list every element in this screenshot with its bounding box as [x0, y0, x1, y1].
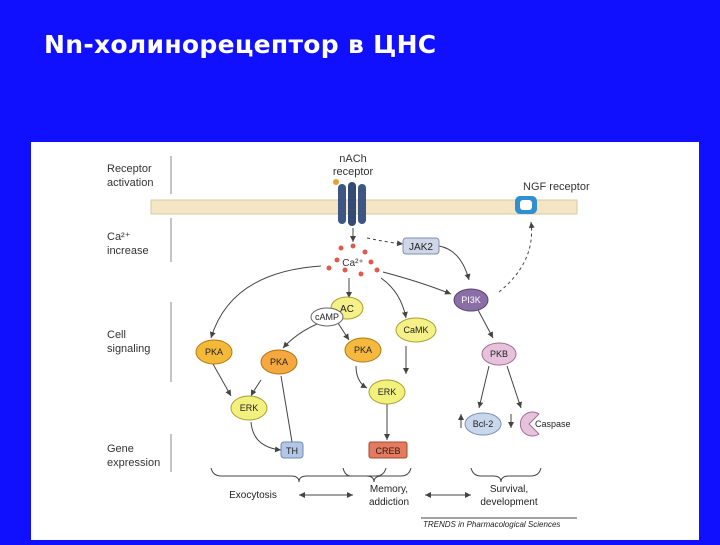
pkb-node	[481, 342, 517, 366]
slide-title: Nn-холинорецептор в ЦНС	[44, 30, 437, 59]
caspase-label: Caspase	[535, 419, 571, 429]
nach-receptor-icon	[333, 179, 366, 226]
diagram-canvas: Receptor activation Ca²⁺ increase Cell s…	[107, 153, 590, 529]
creb-label: CREB	[375, 446, 400, 456]
pi3k-node	[453, 288, 489, 312]
pi3k-label: PI3K	[461, 295, 481, 305]
outcome-memory-2: addiction	[369, 497, 409, 508]
label-gene-expression-1: Gene	[107, 443, 134, 455]
label-gene-expression-2: expression	[107, 457, 160, 469]
outcome-memory-1: Memory,	[370, 484, 408, 495]
pka-left-label: PKA	[205, 347, 223, 357]
jak2-label: JAK2	[409, 242, 433, 253]
pka-center-node	[344, 337, 382, 363]
nach-receptor-label-1: nACh	[339, 153, 367, 165]
calcium-ions	[326, 243, 380, 277]
outcome-exocytosis: Exocytosis	[229, 490, 277, 501]
outcome-brackets	[210, 467, 542, 483]
pka-mid-node	[260, 349, 298, 375]
ca-ion-label: Ca²⁺	[342, 258, 363, 269]
citation: TRENDS in Pharmacological Sciences	[423, 520, 560, 529]
label-receptor-activation-2: activation	[107, 177, 153, 189]
camp-node	[310, 307, 344, 327]
label-cell-signaling-2: signaling	[107, 343, 150, 355]
th-label: TH	[286, 446, 298, 456]
camk-label: CaMK	[403, 325, 428, 335]
caspase-node	[519, 411, 540, 437]
erk-center-node	[368, 379, 406, 405]
pka-center-label: PKA	[354, 345, 372, 355]
label-ca-increase-1: Ca²⁺	[107, 231, 131, 243]
label-cell-signaling-1: Cell	[107, 329, 126, 341]
label-receptor-activation-1: Receptor	[107, 163, 152, 175]
ngf-receptor-icon	[515, 196, 537, 214]
camp-label: cAMP	[315, 312, 339, 322]
jak2-node	[402, 237, 440, 255]
nach-receptor-label-2: receptor	[333, 166, 374, 178]
signaling-diagram: Receptor activation Ca²⁺ increase Cell s…	[31, 142, 699, 540]
creb-node	[368, 441, 408, 459]
camk-node	[395, 317, 437, 343]
label-ca-increase-2: increase	[107, 245, 149, 257]
bcl2-node	[464, 412, 502, 436]
outcome-survival-1: Survival,	[490, 484, 528, 495]
bcl2-label: Bcl-2	[473, 419, 494, 429]
ngf-receptor-label: NGF receptor	[523, 181, 590, 193]
outcome-survival-2: development	[480, 497, 537, 508]
erk-left-label: ERK	[240, 403, 259, 413]
erk-left-node	[230, 395, 268, 421]
pka-mid-label: PKA	[270, 357, 288, 367]
pka-left-node	[195, 339, 233, 365]
ac-label: AC	[340, 304, 354, 315]
erk-center-label: ERK	[378, 387, 397, 397]
pkb-label: PKB	[490, 349, 508, 359]
th-node	[280, 441, 304, 459]
